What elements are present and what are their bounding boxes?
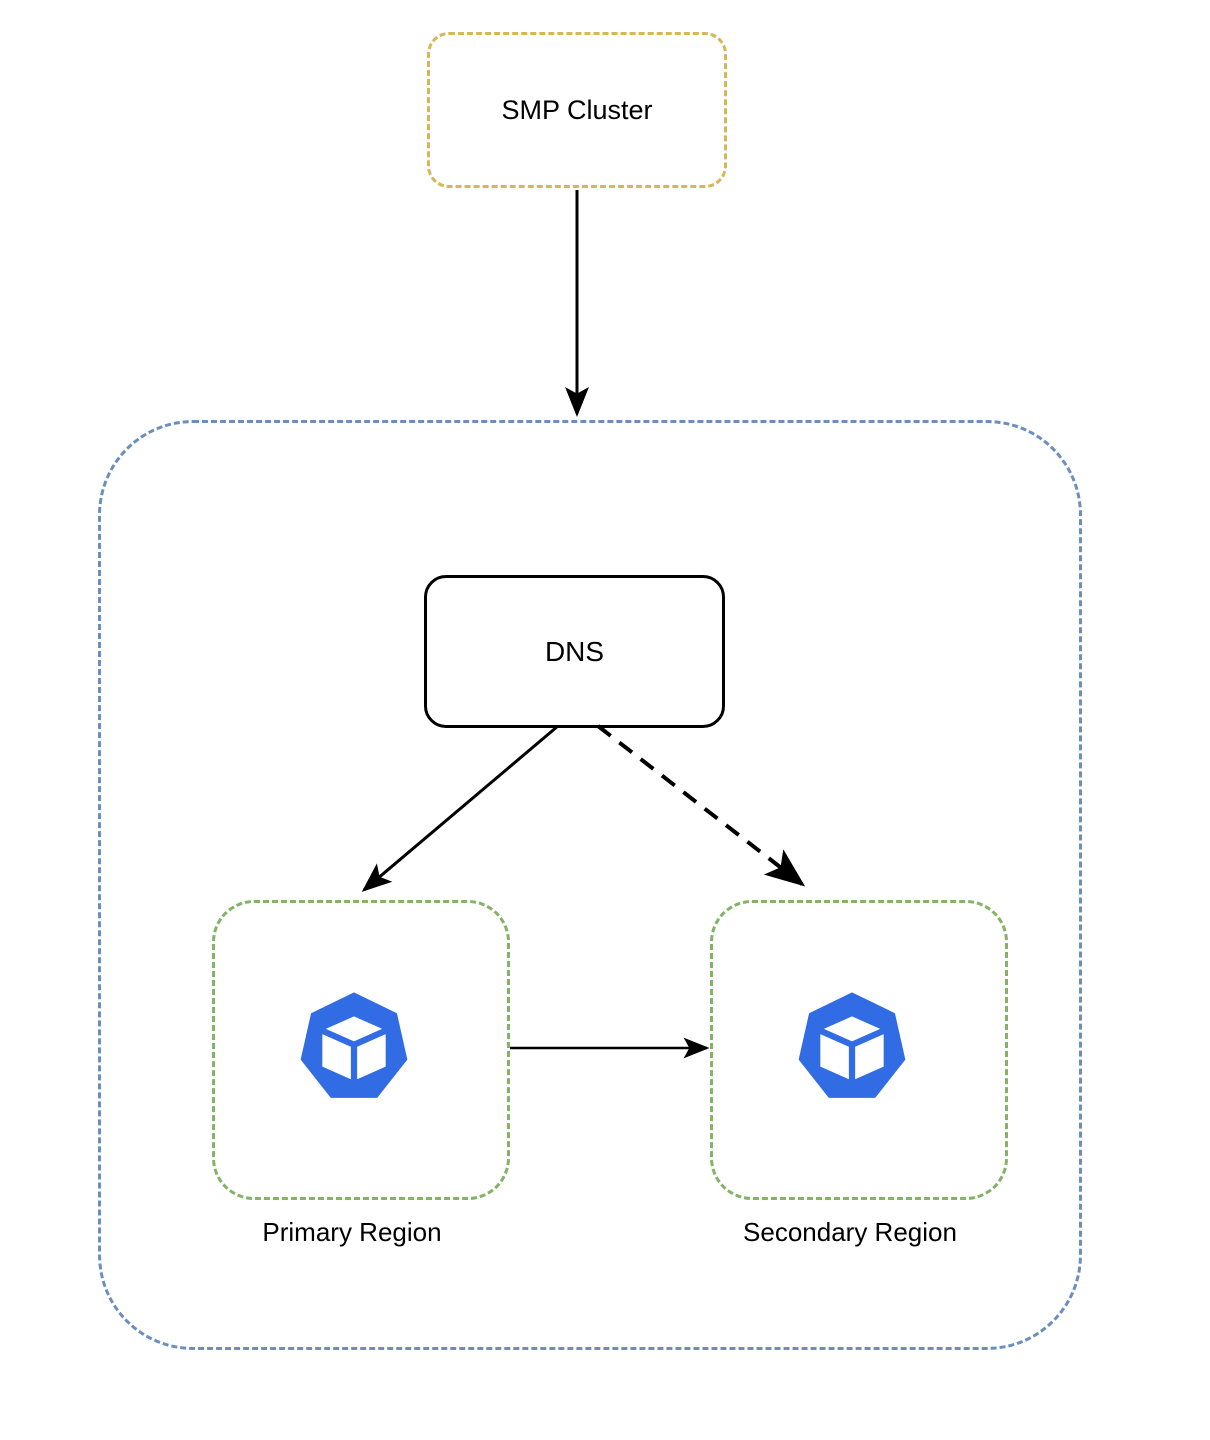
smp-cluster-label: SMP Cluster [501, 94, 653, 125]
kubernetes-icon [296, 990, 412, 1106]
primary-region-boundary[interactable] [212, 900, 510, 1200]
dns-label: DNS [544, 635, 605, 667]
secondary-region-label: Secondary Region [743, 1217, 957, 1247]
kubernetes-icon [794, 990, 910, 1106]
dns-node[interactable]: DNS [424, 575, 725, 728]
primary-region-label: Primary Region [262, 1217, 442, 1247]
deployment-container-boundary[interactable] [98, 420, 1082, 1350]
smp-cluster-node[interactable]: SMP Cluster [427, 32, 727, 188]
secondary-region-boundary[interactable] [710, 900, 1008, 1200]
